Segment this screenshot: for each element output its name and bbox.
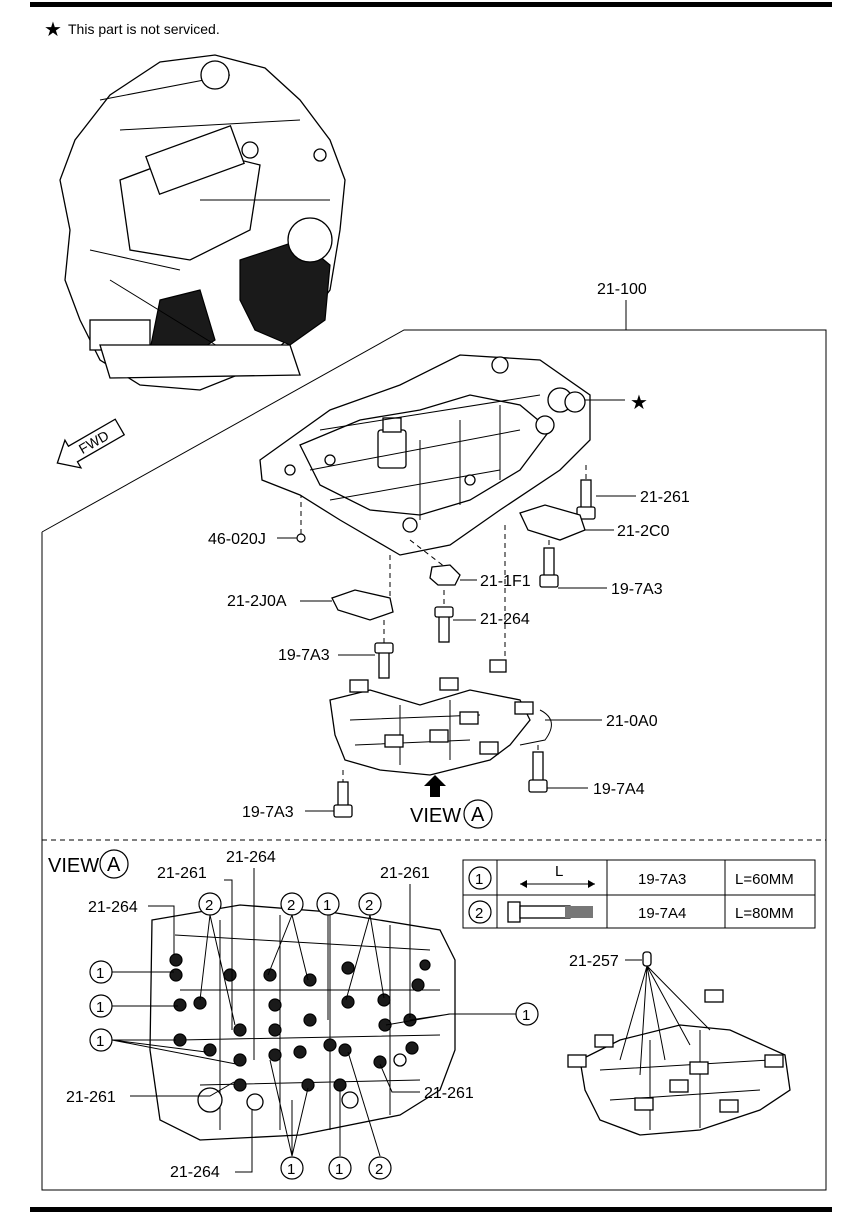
view-a-callout-21-264-bottom: 21-264 — [170, 1164, 220, 1181]
callout-21-257: 21-257 — [569, 953, 619, 970]
marker-1: 1 — [89, 1028, 113, 1052]
svg-text:1: 1 — [287, 1161, 295, 1178]
view-a-callout-21-261-right: 21-261 — [424, 1085, 474, 1102]
bolt-icon — [434, 606, 454, 643]
bolt-icon — [528, 751, 548, 793]
view-a-label: VIEW — [410, 805, 461, 827]
svg-text:L=60MM: L=60MM — [735, 871, 794, 888]
callout-21-100: 21-100 — [597, 281, 647, 298]
svg-text:1: 1 — [475, 871, 483, 888]
solenoid-bracket-2c0 — [519, 504, 586, 541]
valve-body-bottom-view — [149, 904, 456, 1141]
sensor-21-1f1 — [429, 564, 461, 586]
svg-text:1: 1 — [323, 897, 331, 914]
wiring-harness-21-0a0 — [329, 659, 552, 776]
view-a-title: VIEW — [48, 855, 99, 877]
bottom-border — [30, 1207, 832, 1212]
table-header-l: L — [555, 863, 563, 880]
solenoid-bracket-2j0a — [331, 589, 394, 621]
callout-21-261: 21-261 — [640, 489, 690, 506]
callout-46-020j: 46-020J — [208, 531, 266, 548]
callout-19-7a3-bottom: 19-7A3 — [242, 804, 294, 821]
svg-text:1: 1 — [96, 965, 104, 982]
svg-text:2: 2 — [205, 897, 213, 914]
callout-19-7a4: 19-7A4 — [593, 781, 645, 798]
callout-21-2c0: 21-2C0 — [617, 523, 670, 540]
view-a-callout-21-261-topright: 21-261 — [380, 865, 430, 882]
svg-text:1: 1 — [335, 1161, 343, 1178]
callout-19-7a3-left: 19-7A3 — [278, 647, 330, 664]
bolt-icon — [333, 781, 353, 818]
svg-text:2: 2 — [375, 1161, 383, 1178]
marker-1: 1 — [328, 1156, 352, 1180]
view-a-callout-21-261-topleft: 21-261 — [157, 865, 207, 882]
callout-19-7a3-right: 19-7A3 — [611, 581, 663, 598]
view-a-letter: A — [471, 804, 485, 826]
marker-2: 2 — [368, 1156, 392, 1180]
top-border — [30, 2, 832, 7]
marker-2: 2 — [198, 892, 222, 916]
bolt-length-table: L 1 19-7A3 L=60MM 2 19-7A4 L=80MM — [462, 859, 816, 929]
table-row: 2 19-7A4 L=80MM — [468, 900, 794, 924]
main-frame — [41, 329, 827, 1191]
svg-text:1: 1 — [96, 1033, 104, 1050]
svg-text:19-7A3: 19-7A3 — [638, 871, 686, 888]
view-arrow-icon — [424, 775, 446, 797]
svg-text:2: 2 — [287, 897, 295, 914]
callout-21-2j0a: 21-2J0A — [227, 593, 287, 610]
view-a-title-letter: A — [107, 854, 121, 876]
not-serviced-note: ★ This part is not serviced. — [44, 19, 220, 41]
star-icon: ★ — [630, 392, 648, 414]
svg-text:2: 2 — [475, 905, 483, 922]
bolt-icon — [576, 479, 596, 520]
view-a-callout-21-264-left: 21-264 — [88, 899, 138, 916]
marker-1: 1 — [89, 960, 113, 984]
marker-1: 1 — [515, 1002, 539, 1026]
callout-21-0a0: 21-0A0 — [606, 713, 658, 730]
bolt-icon — [374, 642, 394, 679]
marker-1: 1 — [89, 994, 113, 1018]
marker-1: 1 — [280, 1156, 304, 1180]
svg-text:1: 1 — [96, 999, 104, 1016]
svg-text:2: 2 — [365, 897, 373, 914]
transmission-assembly-illustration — [59, 54, 346, 391]
note-text: This part is not serviced. — [68, 21, 220, 37]
svg-text:19-7A4: 19-7A4 — [638, 905, 686, 922]
view-a-leaders — [111, 868, 516, 1173]
svg-text:1: 1 — [522, 1007, 530, 1024]
marker-2: 2 — [358, 892, 382, 916]
bolt-icon — [507, 901, 593, 923]
wiring-harness-21-257 — [567, 989, 791, 1136]
fwd-arrow-icon: FWD — [56, 418, 126, 469]
svg-text:L=80MM: L=80MM — [735, 905, 794, 922]
star-icon: ★ — [44, 19, 62, 41]
view-a-callout-21-261-left: 21-261 — [66, 1089, 116, 1106]
bolt-icon — [539, 547, 559, 588]
view-a-callout-21-264-top: 21-264 — [226, 849, 276, 866]
control-valve-body — [259, 354, 591, 556]
marker-2: 2 — [280, 892, 304, 916]
marker-1: 1 — [316, 892, 340, 916]
table-row: 1 19-7A3 L=60MM — [468, 866, 794, 890]
